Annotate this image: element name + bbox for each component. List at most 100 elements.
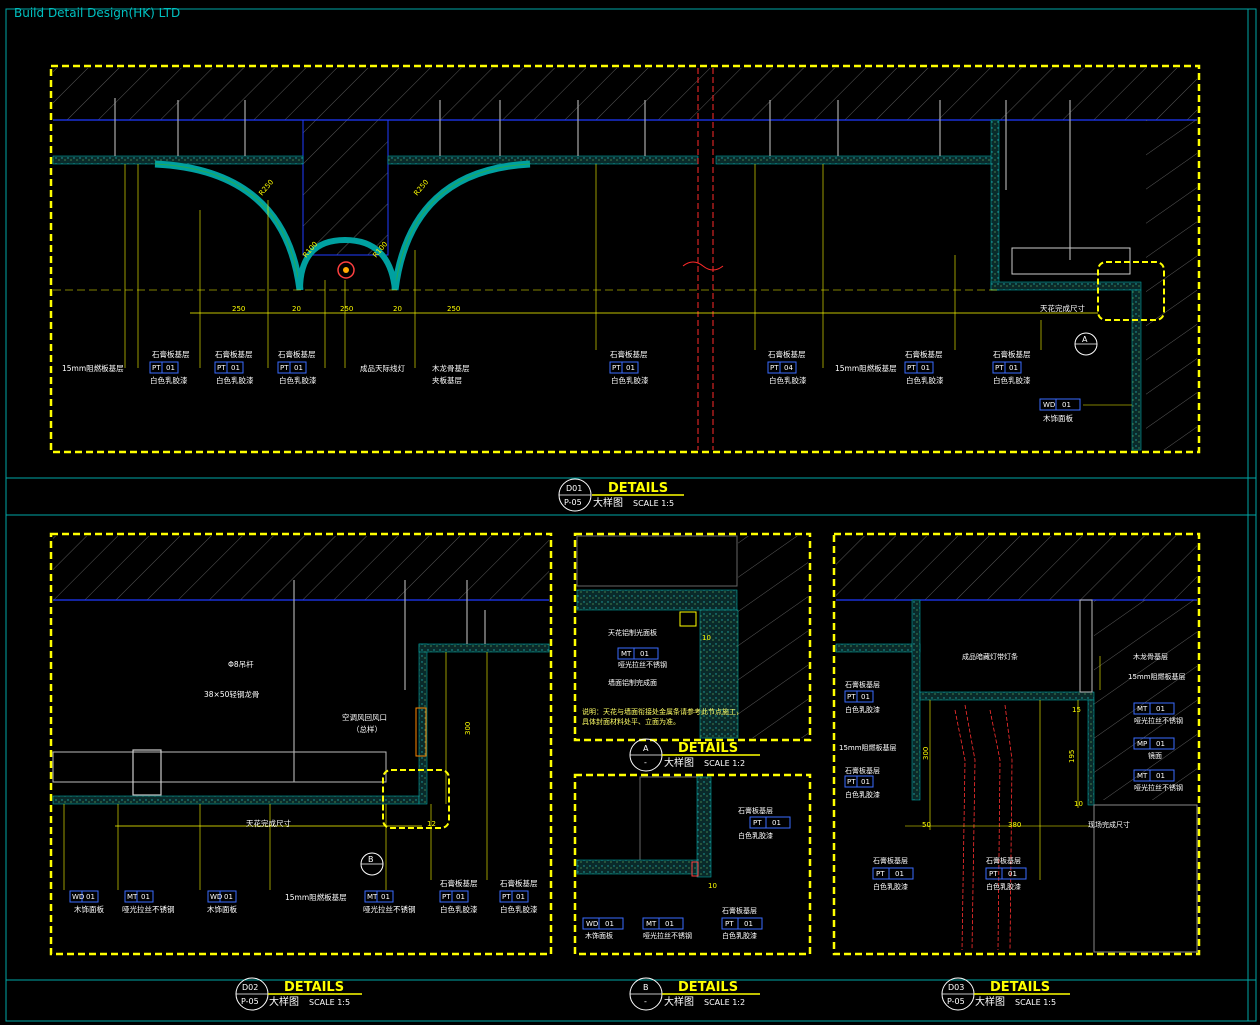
label: 白色乳胶漆 <box>845 790 880 799</box>
light-box <box>1011 247 1131 275</box>
label: 38×50轻钢龙骨 <box>204 689 259 699</box>
dim-text: 10 <box>702 634 711 642</box>
dim-text: 250 <box>232 305 245 313</box>
label: 石膏板基层 <box>993 349 1031 359</box>
dim-text: 12 <box>427 820 436 828</box>
ceiling-board <box>576 859 698 875</box>
viewport-d02 <box>49 532 553 956</box>
label: 哑光拉丝不锈钢 <box>643 931 692 940</box>
svg-text:01: 01 <box>1008 870 1017 878</box>
svg-text:WD: WD <box>586 920 598 928</box>
leader-lines <box>124 164 1132 406</box>
svg-text:MT: MT <box>1137 772 1148 780</box>
label: 白色乳胶漆 <box>986 882 1021 891</box>
label: 成品天际线灯 <box>360 363 405 373</box>
svg-text:PT: PT <box>442 893 451 901</box>
callout-box <box>1097 261 1165 321</box>
svg-text:WD: WD <box>72 893 84 901</box>
downlight-icon <box>337 261 355 279</box>
label: 石膏板基层 <box>845 766 880 775</box>
svg-text:01: 01 <box>166 364 175 372</box>
slab <box>576 535 738 587</box>
label: 天花完成尺寸 <box>1040 303 1085 313</box>
svg-text:01: 01 <box>141 893 150 901</box>
dim-text: 15 <box>1072 706 1081 714</box>
svg-text:01: 01 <box>1062 401 1071 409</box>
svg-text:大样图: 大样图 <box>664 995 694 1008</box>
svg-text:A: A <box>643 744 649 753</box>
label: 白色乳胶漆 <box>769 375 807 385</box>
concrete-slab <box>53 68 1197 120</box>
label: 夹板基层 <box>432 375 462 385</box>
label: 白色乳胶漆 <box>279 375 317 385</box>
svg-text:B: B <box>368 855 374 864</box>
tag: WD 01 <box>1039 398 1081 411</box>
leader-lines <box>905 656 1101 880</box>
svg-text:WD: WD <box>1043 401 1055 409</box>
label: 15mm阻燃板基层 <box>835 363 897 373</box>
dim-text: 250 <box>447 305 460 313</box>
svg-text:-: - <box>644 997 647 1006</box>
svg-text:01: 01 <box>640 650 649 658</box>
callout-marker-a[interactable]: A <box>1074 332 1098 356</box>
label: 哑光拉丝不锈钢 <box>618 660 667 669</box>
label: 石膏板基层 <box>278 349 316 359</box>
label: 成品暗藏灯带灯条 <box>962 652 1018 661</box>
svg-text:01: 01 <box>516 893 525 901</box>
dim-text: 20 <box>393 305 402 313</box>
svg-text:PT: PT <box>995 364 1004 372</box>
label: 白色乳胶漆 <box>150 375 188 385</box>
wall-board <box>1087 699 1095 806</box>
soffit-board <box>990 281 1142 291</box>
title-d02: D02 P-05 DETAILS 大样图 SCALE 1:5 <box>235 977 362 1011</box>
ceiling-board <box>576 589 738 611</box>
svg-text:SCALE 1:2: SCALE 1:2 <box>704 759 745 768</box>
label: 木饰面板 <box>585 931 613 940</box>
svg-text:01: 01 <box>744 920 753 928</box>
label: 墙面铝制完成面 <box>608 678 657 687</box>
ceiling-cavity <box>52 751 387 783</box>
svg-text:PT: PT <box>217 364 226 372</box>
dim-text: 300 <box>464 722 472 735</box>
svg-text:P-05: P-05 <box>947 997 965 1006</box>
block <box>639 776 701 862</box>
metal-trim <box>691 861 699 877</box>
svg-text:大样图: 大样图 <box>975 995 1005 1008</box>
hangers <box>114 98 1071 260</box>
label: 15mm阻燃板基层 <box>62 363 124 373</box>
label: 白色乳胶漆 <box>611 375 649 385</box>
ceiling-board <box>387 155 699 165</box>
svg-text:P-05: P-05 <box>241 997 259 1006</box>
break-symbol <box>682 261 724 271</box>
label: 天花铝制光面板 <box>608 628 657 637</box>
svg-text:PT: PT <box>612 364 621 372</box>
label: 哑光拉丝不锈钢 <box>1134 716 1183 725</box>
dim-text: 20 <box>292 305 301 313</box>
arch-center <box>297 236 398 291</box>
label: 哑光拉丝不锈钢 <box>1134 783 1183 792</box>
callout-marker-b[interactable]: B <box>360 852 384 876</box>
label: 石膏板基层 <box>152 349 190 359</box>
dim-text: 10 <box>1074 800 1083 808</box>
svg-text:01: 01 <box>861 693 870 701</box>
label: 石膏板基层 <box>440 878 478 888</box>
svg-text:大样图: 大样图 <box>664 756 694 769</box>
svg-text:DETAILS: DETAILS <box>678 980 738 995</box>
tag: WD 01 <box>582 917 624 930</box>
svg-text:01: 01 <box>605 920 614 928</box>
dim-text: 50 <box>922 821 931 829</box>
svg-text:D02: D02 <box>242 983 258 992</box>
label: 15mm阻燃板基层 <box>285 892 347 902</box>
label: 木龙骨基层 <box>1133 652 1168 661</box>
concrete-slab <box>836 536 1197 600</box>
dim-text: 195 <box>1068 750 1076 763</box>
svg-text:01: 01 <box>1156 772 1165 780</box>
